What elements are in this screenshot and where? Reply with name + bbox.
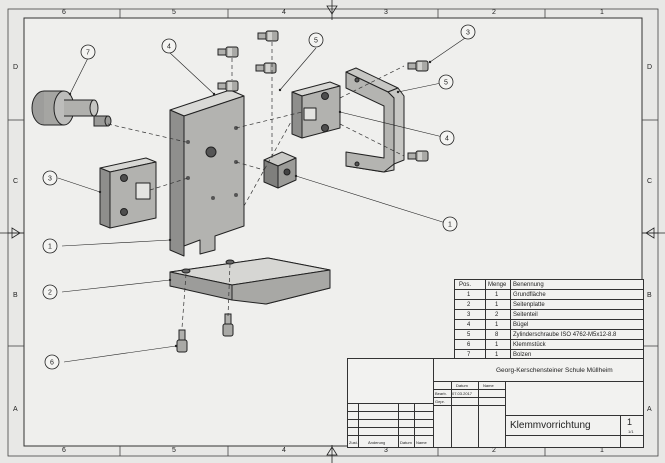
balloon-3 <box>460 24 476 40</box>
balloon-4 <box>161 38 177 54</box>
rev-date-label: Datum <box>400 440 412 445</box>
parts-list-cell: Seitenteil <box>513 312 538 318</box>
zone-label-left: A <box>13 406 18 413</box>
rev-change-label: Änderung <box>368 440 386 445</box>
parts-list-cell: 1 <box>495 302 499 308</box>
balloon-label: 7 <box>86 50 90 57</box>
parts-list-cell: Seitenplatte <box>513 302 545 308</box>
parts-list-cell: Bolzen <box>513 352 532 358</box>
zone-label-left: C <box>13 178 19 185</box>
clamping-piece <box>263 151 297 189</box>
side-part-right <box>291 81 341 139</box>
parts-list-cell: 1 <box>467 292 471 298</box>
zone-label-top: 1 <box>600 9 604 16</box>
parts-list-header: Menge <box>488 282 507 288</box>
parts-list-cell: 8 <box>495 332 499 338</box>
balloon-label: 1 <box>448 222 452 229</box>
drawing-title: Klemmvorrichtung <box>510 420 591 431</box>
parts-list-cell: 3 <box>467 312 471 318</box>
title-block: Georg-Kerschensteiner Schule Müllheim Zu… <box>347 358 644 448</box>
zone-label-bottom: 4 <box>282 447 286 454</box>
zone-label-top: 5 <box>172 9 176 16</box>
balloon-6 <box>44 354 60 370</box>
bracket <box>345 67 405 173</box>
zone-label-top: 4 <box>282 9 286 16</box>
date-head: Datum <box>456 383 468 388</box>
checked-label: Gepr. <box>435 399 445 404</box>
parts-list-cell: Klemmstück <box>513 342 546 348</box>
bolt <box>31 90 112 127</box>
zone-label-right: D <box>647 64 653 71</box>
side-part-left <box>99 157 157 229</box>
outer-frame <box>7 8 659 457</box>
parts-list-cell: 4 <box>467 322 471 328</box>
name-head: Name <box>483 383 494 388</box>
parts-list-cell: 5 <box>467 332 471 338</box>
balloon-label: 5 <box>444 80 448 87</box>
zone-label-bottom: 5 <box>172 447 176 454</box>
zone-label-bottom: 6 <box>62 447 66 454</box>
zone-label-top: 3 <box>384 9 388 16</box>
screw <box>176 30 429 353</box>
zone-label-bottom: 2 <box>492 447 496 454</box>
parts-list-header: Pos. <box>459 282 472 288</box>
side-plate <box>169 89 245 257</box>
parts-list-cell: 1 <box>495 322 499 328</box>
balloon-5 <box>438 74 454 90</box>
balloon-label: 2 <box>48 290 52 297</box>
zone-label-top: 6 <box>62 9 66 16</box>
balloon-label: 3 <box>48 176 52 183</box>
parts-list-cell: Bügel <box>513 322 529 328</box>
zone-label-bottom: 1 <box>600 447 604 454</box>
school-name: Georg-Kerschensteiner Schule Müllheim <box>496 367 613 374</box>
zone-label-right: A <box>647 406 652 413</box>
balloon-7 <box>80 44 96 60</box>
parts-list-cell: 6 <box>467 342 471 348</box>
balloon-4 <box>439 130 455 146</box>
drawn-label: Bearb. <box>435 391 447 396</box>
parts-list-cell: 7 <box>467 352 471 358</box>
balloon-5 <box>308 32 324 48</box>
sheet-total: 1/1 <box>628 429 634 434</box>
balloon-label: 6 <box>50 360 54 367</box>
parts-list-cell: 1 <box>495 342 499 348</box>
balloon-label: 1 <box>48 244 52 251</box>
zone-label-right: B <box>647 292 652 299</box>
sheet-number: 1 <box>627 417 633 427</box>
parts-list-cell: 1 <box>495 352 499 358</box>
parts-list-cell: Grundfläche <box>513 292 546 298</box>
rev-name-label: Name <box>416 440 427 445</box>
zone-label-top: 2 <box>492 9 496 16</box>
parts-list-cell: Zylinderschraube ISO 4762-M5x12-8.8 <box>513 332 617 338</box>
zone-label-left: D <box>13 64 19 71</box>
date-value: 07.03.2017 <box>452 391 473 396</box>
parts-list-header: Benennung <box>513 282 544 288</box>
balloon-label: 5 <box>314 38 318 45</box>
balloon-label: 4 <box>167 44 171 51</box>
base-plate <box>169 257 331 305</box>
balloon-3 <box>42 170 58 186</box>
parts-list-cell: 1 <box>495 292 499 298</box>
parts-list-cell: 2 <box>467 302 471 308</box>
balloon-1 <box>42 238 58 254</box>
parts-list-cell: 2 <box>495 312 499 318</box>
zone-label-left: B <box>13 292 18 299</box>
rev-state-label: Zust. <box>349 440 358 445</box>
zone-label-right: C <box>647 178 653 185</box>
balloon-label: 4 <box>445 136 449 143</box>
zone-label-bottom: 3 <box>384 447 388 454</box>
balloon-1 <box>442 216 458 232</box>
balloon-2 <box>42 284 58 300</box>
balloon-label: 3 <box>466 30 470 37</box>
